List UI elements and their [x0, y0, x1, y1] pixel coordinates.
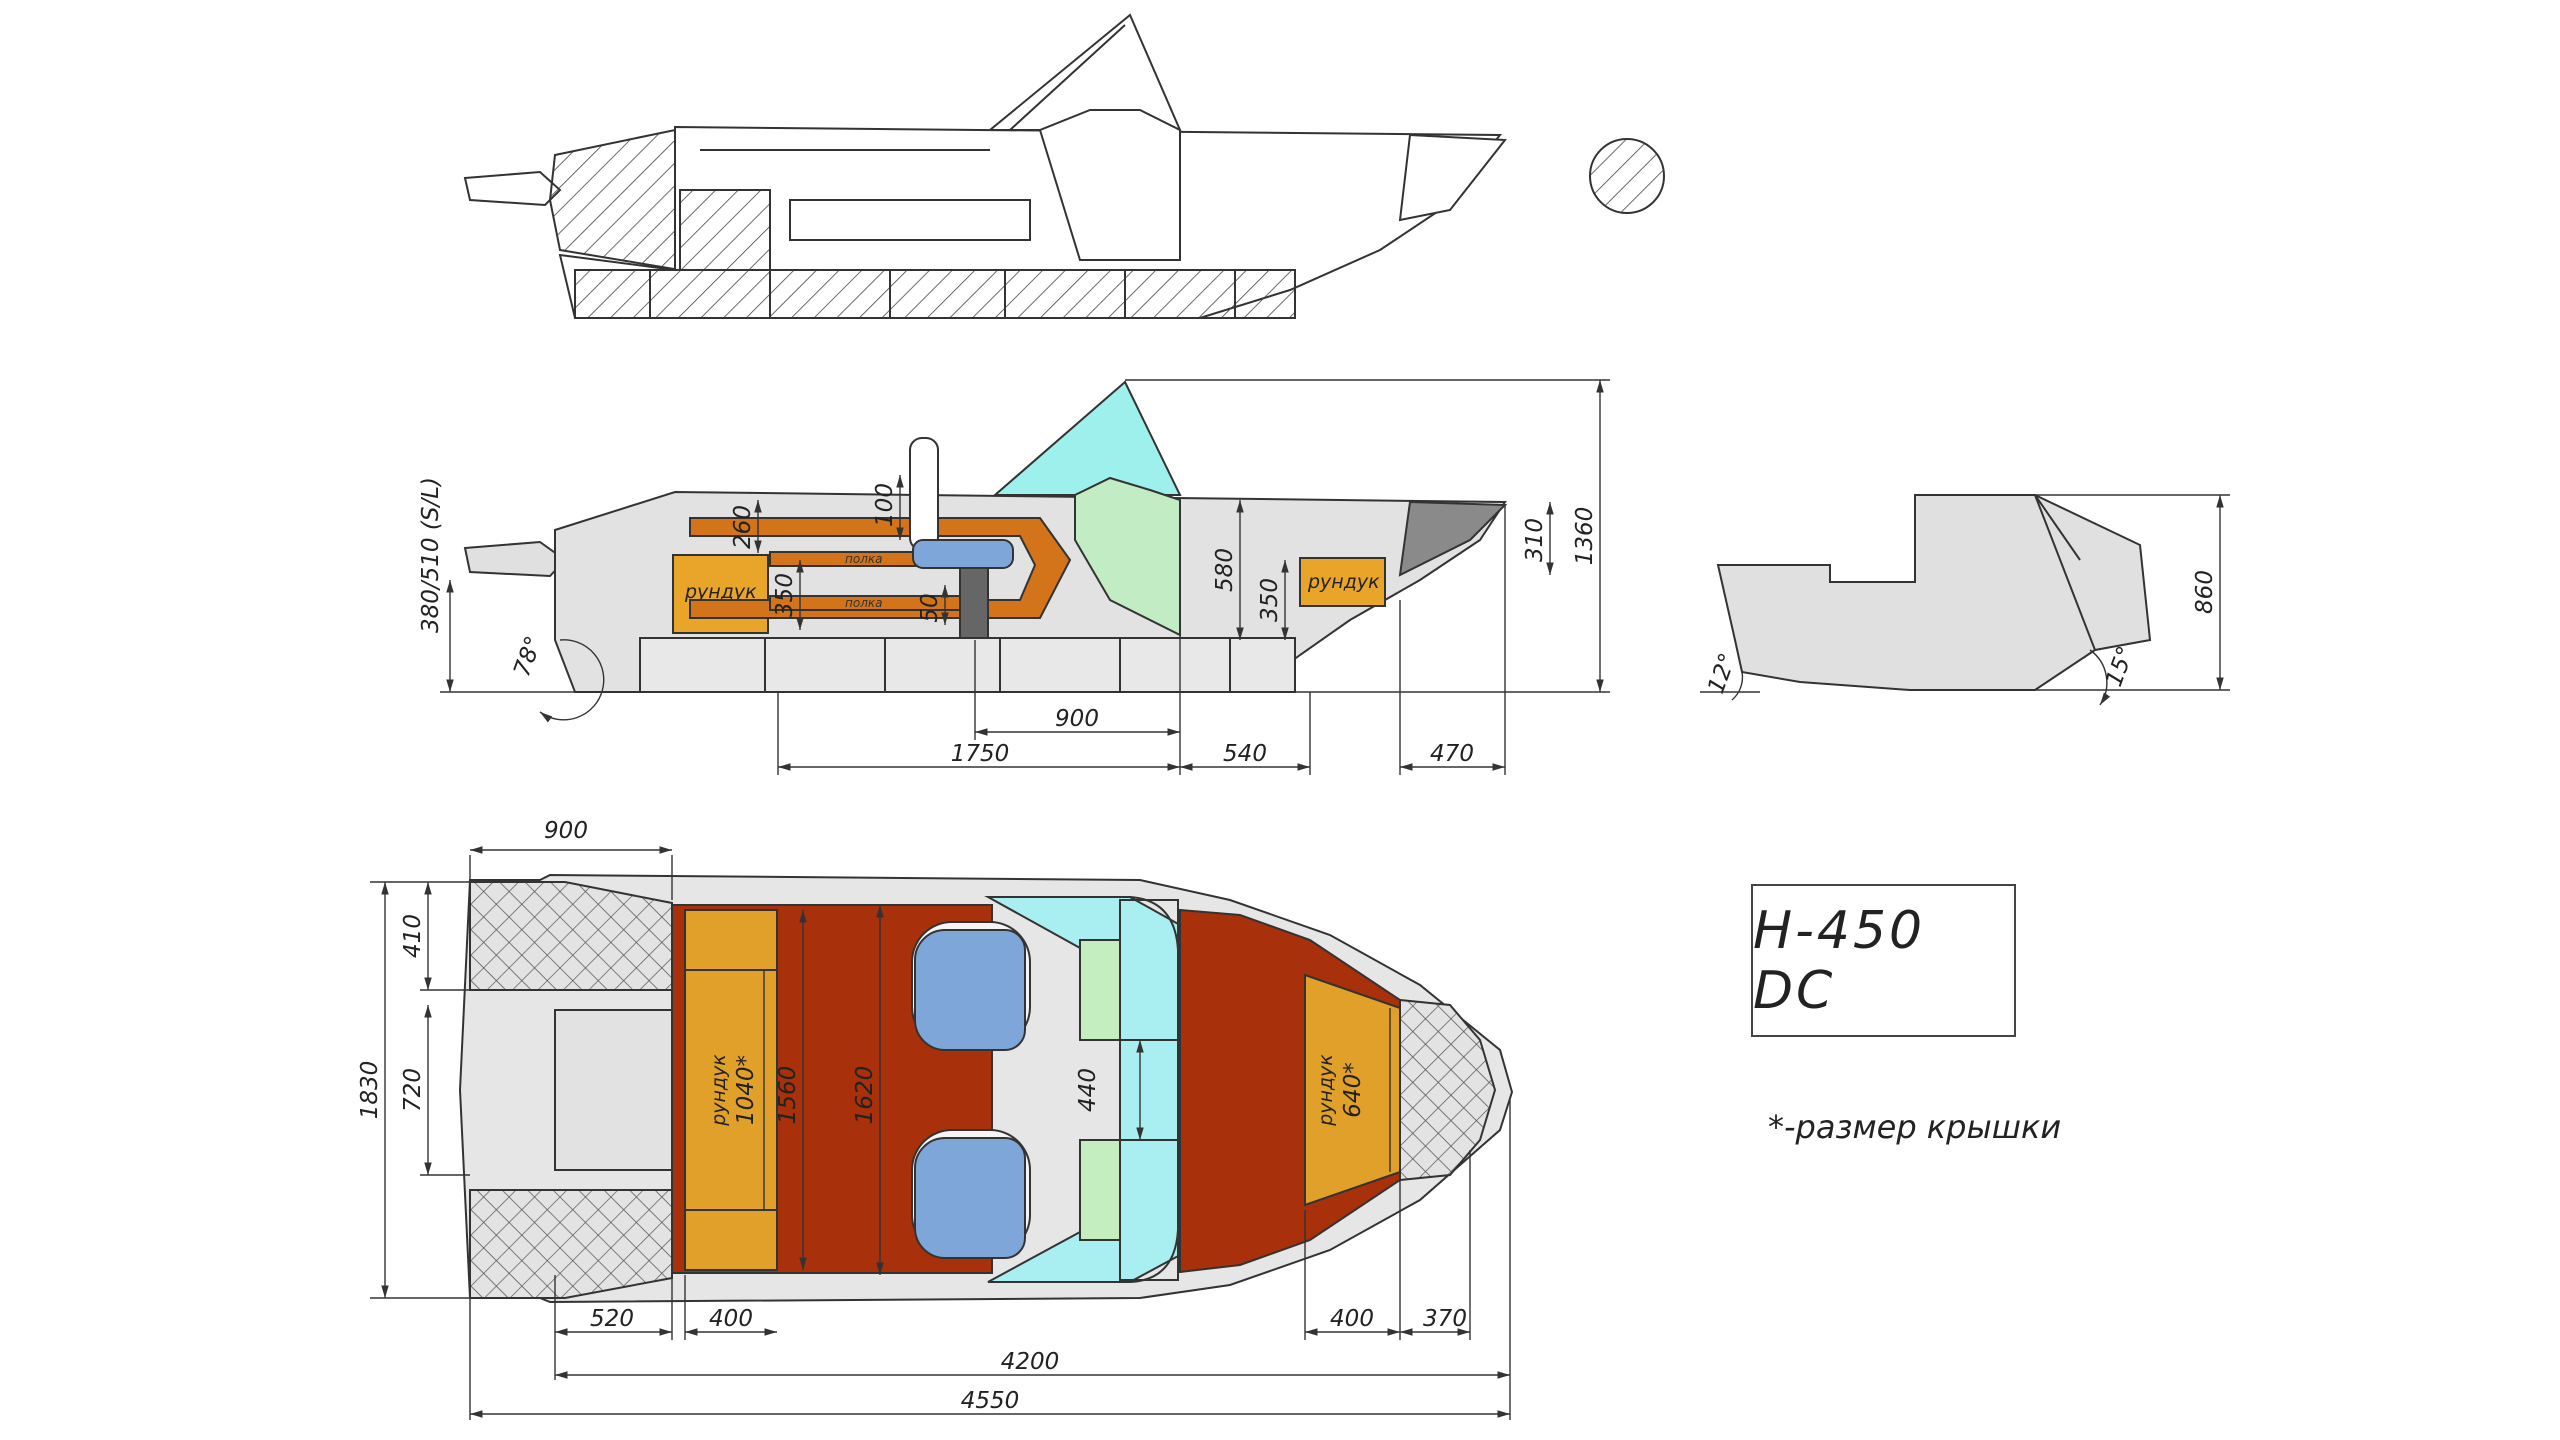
dim-400-fwd: 400 [1330, 1306, 1374, 1332]
section-seat-frame [789, 199, 1031, 241]
dim-1360: 1360 [1572, 507, 1598, 566]
top-locker-aft-size: 1040* [733, 1055, 759, 1125]
top-seat-stbd-cushion [914, 1137, 1026, 1259]
dim-350-left: 350 [772, 573, 798, 617]
section-console [1038, 109, 1181, 261]
dim-720: 720 [400, 1068, 426, 1112]
side-keel-strip [639, 637, 1296, 693]
top-console-stbd [1079, 1139, 1121, 1241]
top-locker-fwd-size: 640* [1340, 1062, 1366, 1117]
top-locker-aft [684, 909, 778, 1271]
top-dash-stbd [1119, 1139, 1179, 1281]
dim-310: 310 [1522, 518, 1548, 562]
dim-1750: 1750 [951, 741, 1010, 767]
dim-370: 370 [1423, 1306, 1467, 1332]
side-profile-view: рундук рундук полка полка 380/510 (S/L) … [418, 379, 1610, 775]
dim-4200: 4200 [1001, 1349, 1060, 1375]
top-starboard-sponson [469, 1189, 673, 1299]
side-shelf-lower-label: полка [845, 596, 882, 610]
section-aft-hatched-block [679, 189, 771, 271]
dim-1560: 1560 [775, 1066, 801, 1125]
top-seat-port-cushion [914, 929, 1026, 1051]
dim-900-top: 900 [544, 818, 588, 844]
lid-size-footnote: *-размер крышки [1768, 1108, 2062, 1146]
side-bow-cap [1398, 500, 1508, 577]
top-locker-fwd [1304, 973, 1401, 1207]
dim-440: 440 [1075, 1068, 1101, 1112]
top-transom-well [554, 1009, 673, 1171]
top-view: рундук 1040* рундук 640* 1560 1620 440 9… [357, 818, 1514, 1420]
dim-860: 860 [2192, 570, 2218, 614]
longitudinal-section-view [463, 13, 1665, 319]
side-seat-backrest [909, 437, 939, 551]
section-hatched-circle [1589, 138, 1665, 214]
side-locker-fwd [1299, 557, 1386, 607]
top-dash-port [1119, 899, 1179, 1041]
dim-900-side: 900 [1055, 706, 1099, 732]
dim-350-right: 350 [1257, 578, 1283, 622]
model-title-box: H-450 DC [1751, 884, 2016, 1037]
dim-15deg: 15° [2101, 643, 2139, 690]
side-windshield-glass [992, 380, 1182, 496]
dim-520: 520 [590, 1306, 634, 1332]
cross-section-hull [1716, 494, 2152, 691]
side-locker-aft-label: рундук [684, 581, 757, 603]
dim-470: 470 [1430, 741, 1474, 767]
side-seat-pedestal [959, 567, 989, 639]
side-locker-aft [672, 554, 769, 634]
dim-12deg: 12° [1703, 650, 1741, 697]
dim-260: 260 [730, 505, 756, 549]
section-outboard-bracket [463, 170, 562, 207]
dim-100: 100 [872, 483, 898, 527]
dim-4550: 4550 [961, 1388, 1020, 1414]
dim-transom-angle: 78° [509, 633, 547, 680]
top-bow-hatched [1399, 998, 1497, 1182]
dim-400-aft: 400 [709, 1306, 753, 1332]
dim-50: 50 [917, 593, 943, 622]
side-seat-cushion [912, 539, 1014, 569]
dim-410: 410 [400, 914, 426, 958]
top-locker-aft-label: рундук [708, 1054, 730, 1127]
section-transom-hatched [548, 128, 692, 272]
dim-580: 580 [1212, 548, 1238, 592]
dim-1620: 1620 [852, 1066, 878, 1125]
cross-section-view: 860 15° 12° [1700, 494, 2230, 706]
section-bow-cap [1398, 133, 1507, 222]
dim-1830: 1830 [357, 1061, 383, 1120]
section-keel-hatched [574, 269, 1296, 319]
top-port-sponson [469, 881, 673, 991]
top-console-port [1079, 939, 1121, 1041]
side-locker-fwd-label: рундук [1307, 571, 1380, 593]
dim-transom-height: 380/510 (S/L) [418, 477, 444, 633]
side-outboard-bracket [463, 540, 567, 578]
top-locker-fwd-label: рундук [1315, 1054, 1337, 1127]
model-name: H-450 DC [1753, 900, 1926, 1021]
side-shelf-upper-label: полка [845, 552, 882, 566]
dim-540: 540 [1223, 741, 1267, 767]
